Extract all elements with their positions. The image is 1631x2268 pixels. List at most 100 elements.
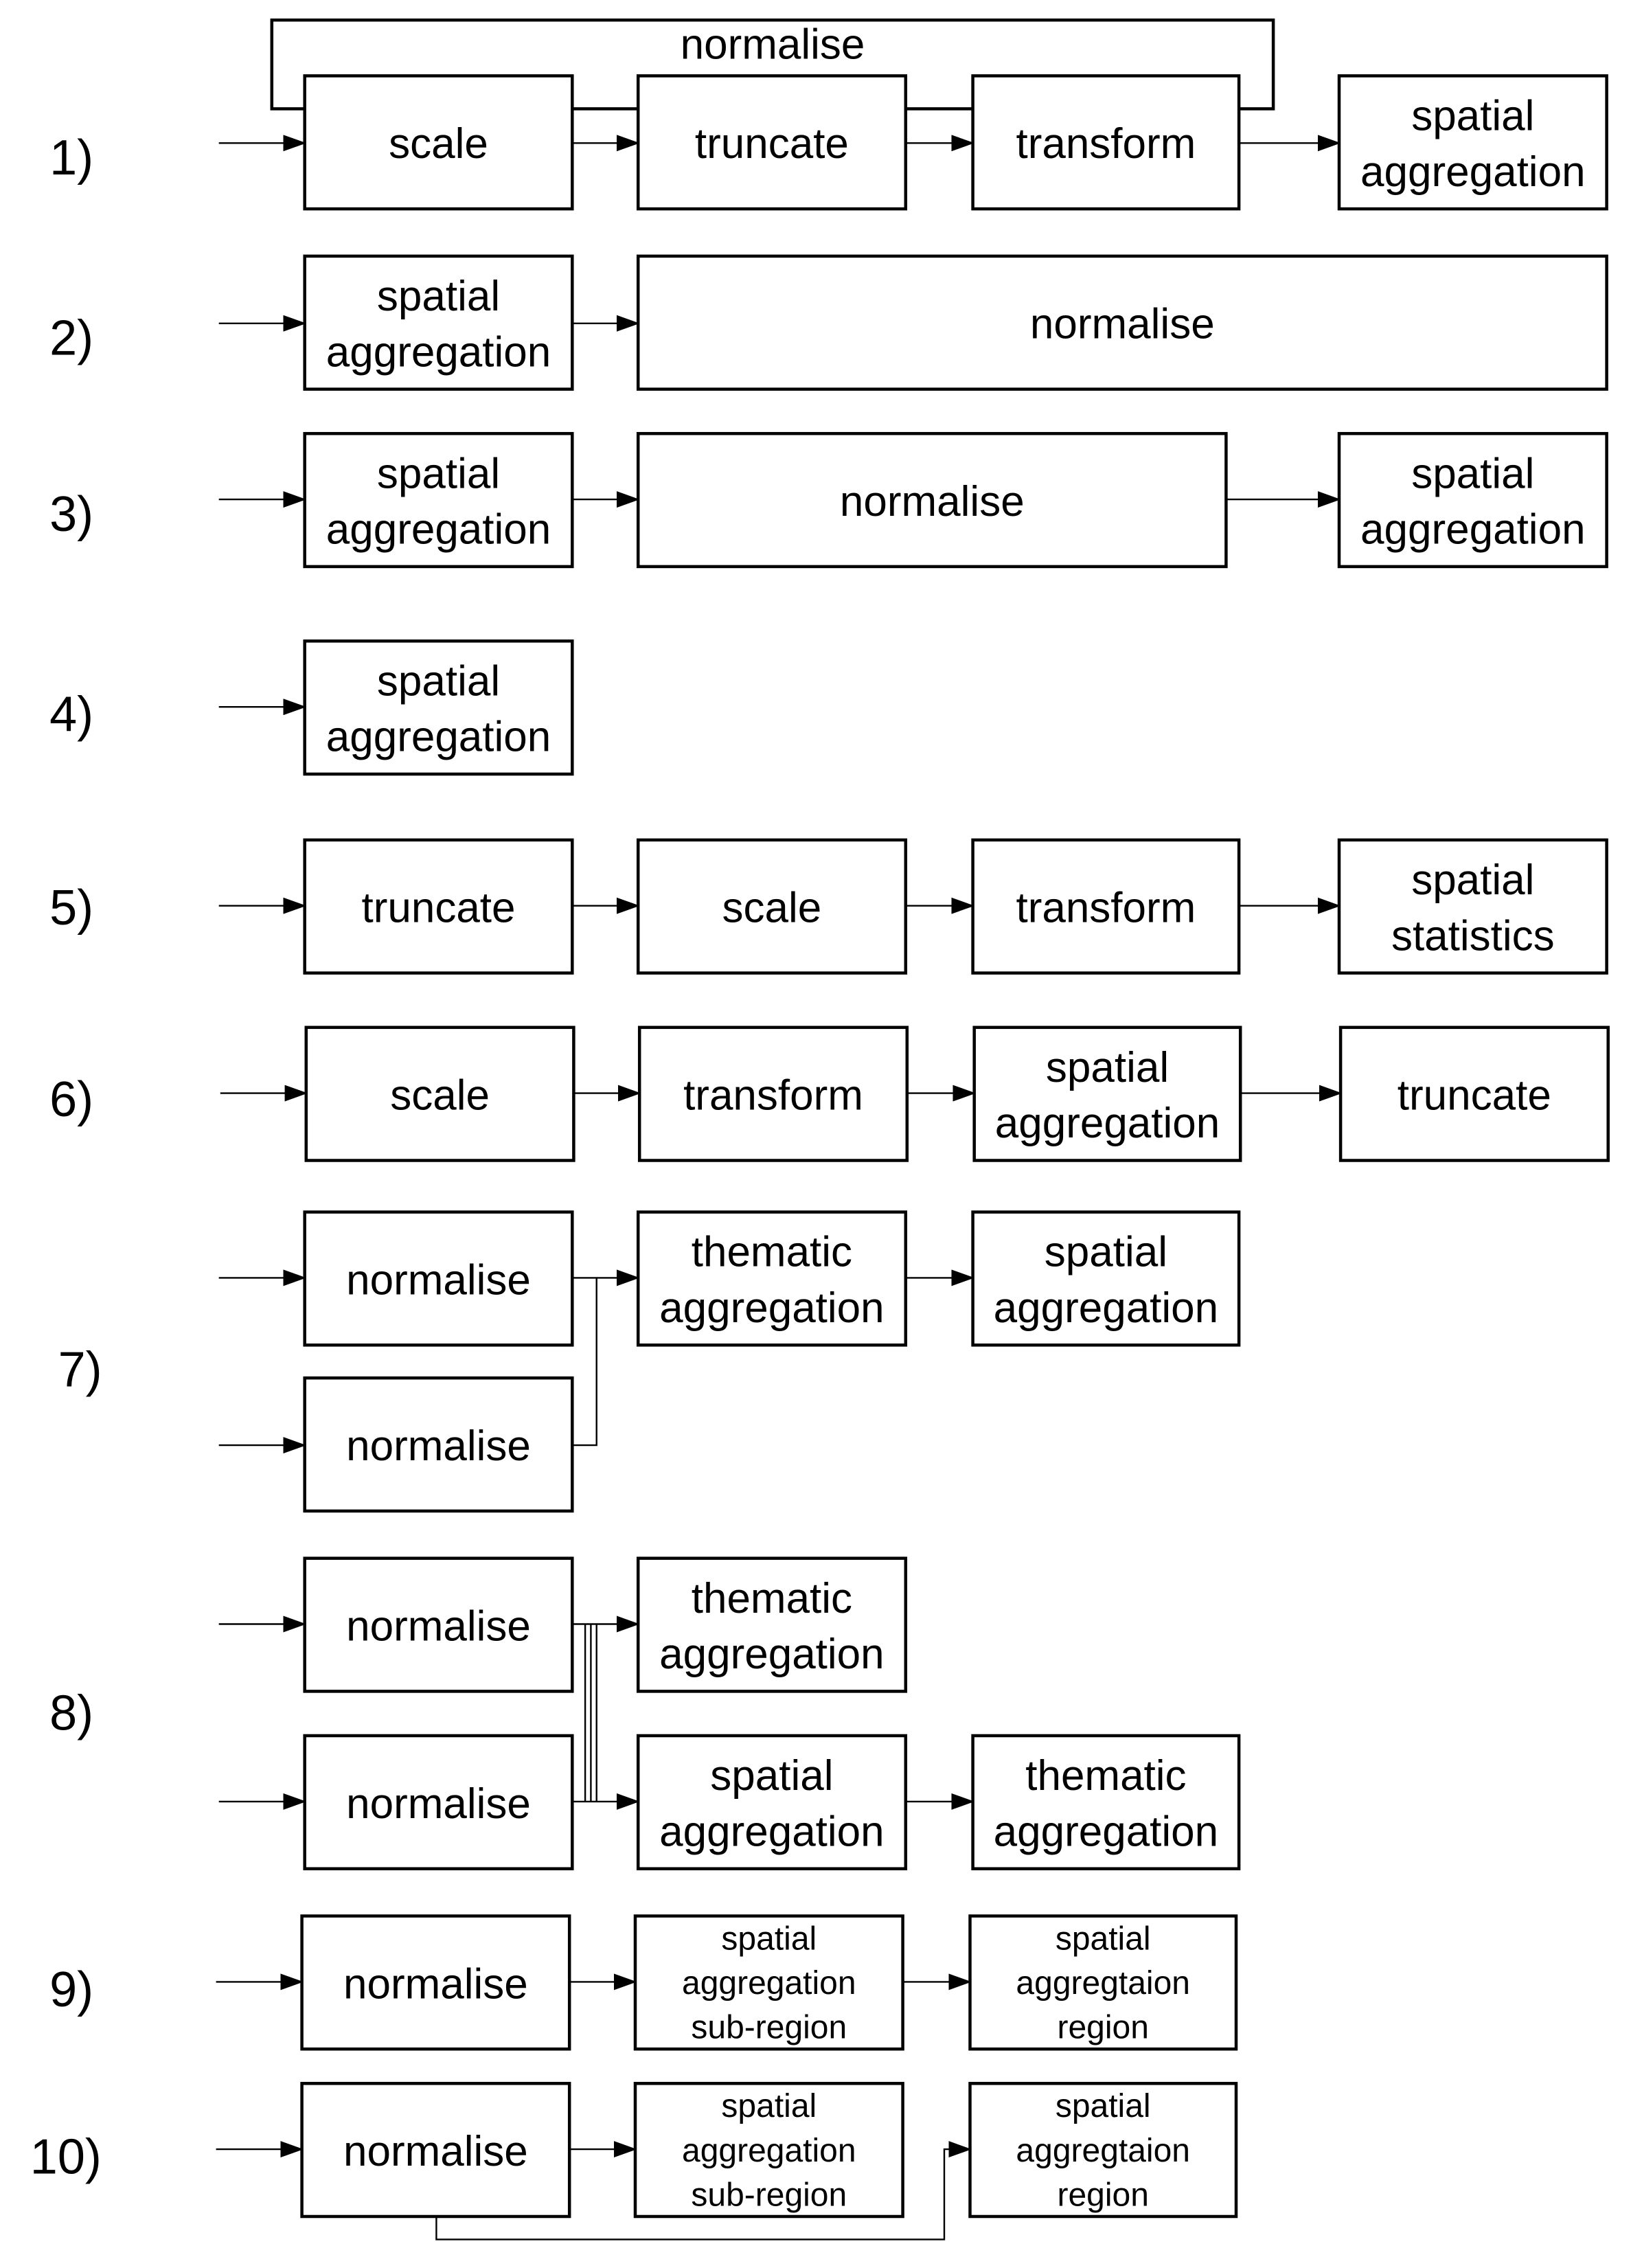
row-5-statistics-label-line-1: spatial bbox=[1411, 857, 1534, 904]
row-8-normalise2-label-line-1: normalise bbox=[346, 1780, 531, 1828]
row-1-number: 1) bbox=[49, 131, 93, 185]
row-1-scale-label-line-1: scale bbox=[389, 120, 488, 168]
row-6-spatial-label-line-2: aggregation bbox=[995, 1100, 1220, 1147]
row-8-thematic1-box bbox=[636, 1556, 908, 1693]
row-6-scale-label: scale bbox=[390, 1072, 490, 1120]
row-5-scale-label: scale bbox=[722, 885, 822, 932]
row-8-thematic1-label-line-1: thematic bbox=[692, 1575, 852, 1622]
row-5-statistics-label: spatial statistics bbox=[1391, 857, 1555, 960]
row-10-normalise-label: normalise bbox=[343, 2128, 528, 2175]
row-1-transform-label-line-1: transform bbox=[1016, 120, 1196, 168]
row-2-spatial-label-line-2: aggregation bbox=[326, 328, 551, 376]
row-10-subregion-box bbox=[633, 2082, 904, 2219]
row-1-spatial-label-line-2: aggregation bbox=[1360, 148, 1586, 196]
row-7-normalise2-box bbox=[303, 1376, 574, 1513]
row-2-number: 2) bbox=[49, 311, 93, 366]
row-6-scale-label-line-1: scale bbox=[390, 1072, 490, 1120]
row-10-region-label-line-3: region bbox=[1057, 2177, 1148, 2213]
row-1-truncate-label: truncate bbox=[695, 120, 849, 168]
row-3-normalise-label-line-1: normalise bbox=[840, 478, 1025, 525]
row-6-spatial-label-line-1: spatial bbox=[1046, 1044, 1169, 1091]
row-1-scale-box bbox=[303, 74, 574, 211]
row-1-truncate-box bbox=[636, 74, 908, 211]
row-5-scale-label-line-1: scale bbox=[722, 885, 822, 932]
row-8-normalise1-box bbox=[303, 1556, 574, 1693]
row-10-subregion-label-line-3: sub-region bbox=[691, 2177, 847, 2213]
row-10-region-label: spatial aggregtaion region bbox=[1016, 2088, 1190, 2213]
row-8-normalise2-box bbox=[303, 1734, 574, 1870]
row-7-number: 7) bbox=[58, 1343, 102, 1398]
row-9-normalise-label: normalise bbox=[343, 1960, 528, 2008]
row-4-spatial-label-line-2: aggregation bbox=[326, 714, 551, 761]
row-5-truncate-label: truncate bbox=[361, 885, 515, 932]
row-8-number: 8) bbox=[49, 1686, 93, 1741]
row-10-number: 10) bbox=[30, 2130, 102, 2185]
row-4-number: 4) bbox=[49, 688, 93, 742]
row-2-normalise-label-line-1: normalise bbox=[1030, 301, 1215, 348]
row-2-spatial-label-line-1: spatial bbox=[377, 273, 500, 320]
row-3-spatial2-box bbox=[1337, 431, 1608, 569]
row-8-thematic2-box bbox=[971, 1734, 1241, 1870]
row-8-spatial-label-line-1: spatial bbox=[710, 1752, 833, 1800]
row-8-thematic2-label-line-1: thematic bbox=[1025, 1752, 1186, 1800]
row-1-transform-box bbox=[971, 74, 1241, 211]
row-3-spatial2-label-line-2: aggregation bbox=[1360, 506, 1586, 554]
row-9-region-box bbox=[968, 1914, 1238, 2051]
row-8-normalise1-label: normalise bbox=[346, 1603, 531, 1651]
row-5-transform-label: transform bbox=[1016, 885, 1196, 932]
row-10-normalise-label-line-1: normalise bbox=[343, 2128, 528, 2175]
row-6-truncate-label-line-1: truncate bbox=[1398, 1072, 1551, 1120]
row-3-spatial2-label-line-1: spatial bbox=[1411, 450, 1534, 497]
row-2-normalise-box bbox=[636, 254, 1608, 391]
row-9-subregion-box bbox=[633, 1914, 904, 2051]
row-2-spatial-box bbox=[303, 254, 574, 391]
row-1-transform-label: transform bbox=[1016, 120, 1196, 168]
row-6-scale-box bbox=[304, 1025, 575, 1162]
row-6-spatial-label: spatial aggregation bbox=[995, 1044, 1220, 1147]
row-8-thematic2-label-line-2: aggregation bbox=[994, 1808, 1219, 1856]
row-8-normalise1-label-line-1: normalise bbox=[346, 1603, 531, 1651]
row-2-normalise-label: normalise bbox=[1030, 301, 1215, 348]
row-10-region-box bbox=[968, 2082, 1238, 2219]
row-3-normalise-label: normalise bbox=[840, 478, 1025, 525]
row-10-region-label-line-2: aggregtaion bbox=[1016, 2133, 1190, 2169]
row-3-spatial2-label: spatial aggregation bbox=[1360, 450, 1586, 553]
row-9-normalise-box bbox=[300, 1914, 571, 2051]
row-7-thematic-label-line-1: thematic bbox=[692, 1229, 852, 1276]
row-6-transform-label: transform bbox=[683, 1072, 863, 1120]
row-1-spatial-box bbox=[1337, 74, 1608, 211]
row-10-region-label-line-1: spatial bbox=[1056, 2088, 1151, 2124]
row-1-normalise-label: normalise bbox=[681, 21, 865, 68]
row-10-normalise-box bbox=[300, 2082, 571, 2219]
row-9-subregion-label-line-3: sub-region bbox=[691, 2010, 847, 2046]
row-5-statistics-label-line-2: statistics bbox=[1391, 912, 1555, 960]
row-7-normalise2-label-line-1: normalise bbox=[346, 1422, 531, 1470]
row-6-transform-label-line-1: transform bbox=[683, 1072, 863, 1120]
row-9-number: 9) bbox=[49, 1962, 93, 2017]
row-3-spatial1-box bbox=[303, 431, 574, 569]
row-1-scale-label: scale bbox=[389, 120, 488, 168]
row-5-truncate-label-line-1: truncate bbox=[361, 885, 515, 932]
row-1-truncate-label-line-1: truncate bbox=[695, 120, 849, 168]
row-9-region-label-line-1: spatial bbox=[1056, 1921, 1151, 1958]
row-7-normalise2-label: normalise bbox=[346, 1422, 531, 1470]
row-4-spatial-box bbox=[303, 639, 574, 776]
row-9-subregion-label-line-1: spatial bbox=[721, 1921, 817, 1958]
row-1-normalise-label-line-1: normalise bbox=[681, 21, 865, 68]
row-8-thematic2-label: thematic aggregation bbox=[994, 1752, 1219, 1855]
row-3-spatial1-label-line-2: aggregation bbox=[326, 506, 551, 554]
row-5-transform-box bbox=[971, 838, 1241, 975]
row-5-statistics-box bbox=[1337, 838, 1608, 975]
row-8-thematic1-label-line-2: aggregation bbox=[659, 1631, 885, 1678]
row-7-normalise1-label-line-1: normalise bbox=[346, 1256, 531, 1304]
row-10-subregion-label-line-1: spatial bbox=[721, 2088, 817, 2124]
row-9-region-label-line-3: region bbox=[1057, 2010, 1148, 2046]
